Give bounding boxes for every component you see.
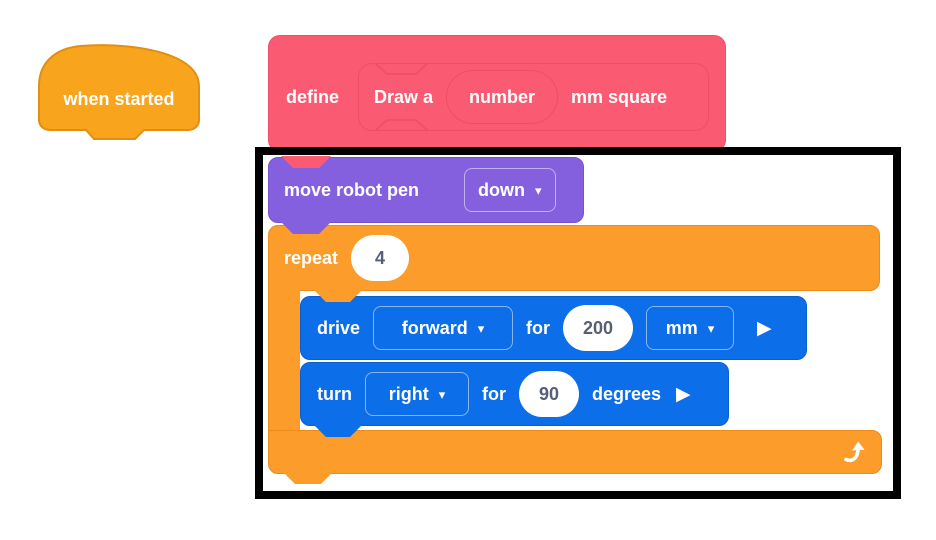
turn-label: turn [317,383,352,404]
repeat-count-input[interactable]: 4 [351,235,410,281]
prototype-prefix-label: Draw a [374,86,434,107]
prototype-top-notch [375,63,428,75]
turn-direction-value: right [388,383,429,404]
dropdown-caret-icon: ▾ [438,386,446,402]
loop-arrow-icon [844,441,865,463]
turn-for-label: for [482,383,506,404]
turn-degrees-label: degrees [592,383,662,404]
drive-expand-arrow[interactable]: ▶ [757,317,772,339]
drive-for-label: for [526,317,551,338]
repeat-block[interactable]: repeat 4 [268,225,880,291]
drive-block[interactable]: drive forward ▾ for 200 mm ▾ ▶ [300,296,807,360]
drive-label: drive [317,317,361,338]
dropdown-caret-icon: ▾ [535,182,542,198]
number-argument-label: number [469,86,536,107]
dropdown-caret-icon: ▾ [707,320,715,336]
define-bottom-tab [281,156,331,168]
repeat-mouth-tab [314,290,362,302]
pen-block-bottom-tab [281,222,331,234]
prototype-suffix-label: mm square [571,86,668,107]
number-argument[interactable]: number [446,70,559,124]
repeat-block-arm [268,289,300,431]
highlight-frame [255,147,901,499]
turn-direction-dropdown[interactable]: right ▾ [365,372,469,416]
define-block[interactable]: define Draw a number mm square [268,35,726,152]
turn-block-bottom-tab [314,425,362,437]
pen-position-value: down [478,179,526,200]
pen-position-dropdown[interactable]: down ▾ [464,168,556,212]
move-robot-pen-label: move robot pen [284,179,420,200]
drive-distance-input[interactable]: 200 [563,305,634,351]
turn-expand-arrow[interactable]: ▶ [676,383,691,405]
repeat-count-value: 4 [375,247,386,268]
turn-block[interactable]: turn right ▾ for 90 degrees ▶ [300,362,729,426]
turn-angle-input[interactable]: 90 [519,371,579,417]
hat-block-shape [38,44,200,140]
turn-angle-value: 90 [538,383,560,404]
drive-unit-dropdown[interactable]: mm ▾ [646,306,735,350]
move-robot-pen-block[interactable]: move robot pen down ▾ [268,157,584,223]
drive-unit-value: mm [665,317,698,338]
drive-distance-value: 200 [583,317,614,338]
repeat-block-end-bar[interactable] [268,430,882,474]
when-started-hat-block[interactable]: when started [36,40,202,144]
custom-block-prototype[interactable]: Draw a number mm square [358,63,709,131]
drive-direction-value: forward [401,317,468,338]
dropdown-caret-icon: ▾ [477,320,485,336]
drive-direction-dropdown[interactable]: forward ▾ [373,306,514,350]
define-keyword: define [286,86,340,107]
prototype-bottom-tab [375,119,428,131]
hat-block-label: when started [63,88,175,109]
repeat-end-bottom-tab [283,472,333,484]
repeat-label: repeat [284,247,339,268]
